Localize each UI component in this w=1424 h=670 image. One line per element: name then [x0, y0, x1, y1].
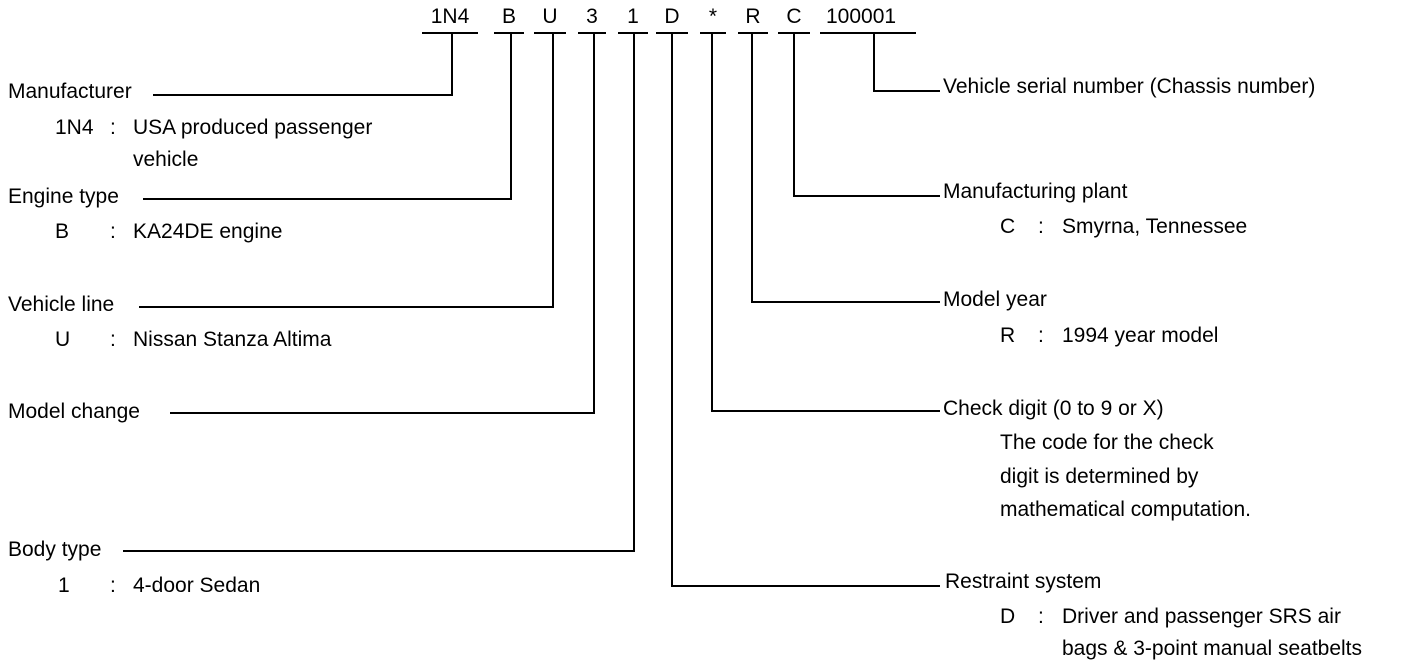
restraint-system-desc-line2: bags & 3-point manual seatbelts	[1062, 637, 1363, 660]
vehicle-line-sep: :	[110, 328, 116, 351]
manufacturer-desc-line1: USA produced passenger	[133, 116, 373, 139]
body-type-title: Body type	[8, 538, 102, 561]
check-digit-title: Check digit (0 to 9 or X)	[943, 397, 1164, 420]
leader-vehicle-line	[139, 33, 554, 308]
leader-engine-type	[143, 33, 512, 200]
vehicle-line-code: U	[55, 328, 71, 351]
vehicle-line-desc: Nissan Stanza Altima	[133, 328, 332, 351]
manufacturing-plant-desc: Smyrna, Tennessee	[1062, 215, 1248, 238]
check-digit-desc-line2: digit is determined by	[1000, 465, 1199, 488]
vehicle-line-title: Vehicle line	[8, 293, 115, 316]
manufacturer-title: Manufacturer	[8, 80, 132, 103]
vin-code-d: D	[664, 5, 680, 28]
restraint-system-sep: :	[1038, 605, 1044, 628]
restraint-system-desc-line1: Driver and passenger SRS air	[1062, 605, 1341, 628]
vin-code-b: B	[501, 5, 516, 28]
leader-model-change	[170, 33, 595, 414]
manufacturer-code: 1N4	[55, 116, 94, 139]
manufacturing-plant-title: Manufacturing plant	[943, 180, 1128, 203]
vin-code-1: 1	[627, 5, 639, 28]
vin-code-check: *	[708, 5, 718, 28]
leader-serial-number	[873, 33, 940, 92]
body-type-desc: 4-door Sedan	[133, 574, 261, 597]
manufacturing-plant-sep: :	[1038, 215, 1044, 238]
engine-type-code: B	[55, 220, 70, 243]
engine-type-sep: :	[110, 220, 116, 243]
engine-type-title: Engine type	[8, 185, 119, 208]
vin-code-3: 3	[586, 5, 598, 28]
model-year-desc: 1994 year model	[1062, 324, 1219, 347]
leader-manufacturing-plant	[793, 33, 940, 197]
model-year-title: Model year	[943, 288, 1047, 311]
manufacturer-sep: :	[110, 116, 116, 139]
leader-body-type	[123, 33, 635, 552]
vin-code-u: U	[542, 5, 558, 28]
model-year-sep: :	[1038, 324, 1044, 347]
vin-code-1n4: 1N4	[430, 5, 470, 28]
serial-number-title: Vehicle serial number (Chassis number)	[943, 75, 1316, 98]
vin-code-r: R	[745, 5, 761, 28]
model-year-code: R	[1000, 324, 1016, 347]
manufacturer-desc-line2: vehicle	[133, 148, 199, 171]
vin-code-serial: 100001	[826, 5, 897, 28]
check-digit-desc-line3: mathematical computation.	[1000, 498, 1251, 521]
restraint-system-code: D	[1000, 605, 1016, 628]
leader-model-year	[751, 33, 940, 303]
vin-code-c: C	[786, 5, 802, 28]
body-type-sep: :	[110, 574, 116, 597]
model-change-title: Model change	[8, 400, 140, 423]
restraint-system-title: Restraint system	[945, 570, 1102, 593]
leader-check-digit	[711, 33, 940, 412]
body-type-code: 1	[58, 574, 70, 597]
engine-type-desc: KA24DE engine	[133, 220, 283, 243]
leader-manufacturer	[153, 33, 453, 96]
check-digit-desc-line1: The code for the check	[1000, 431, 1214, 454]
leader-restraint-system	[671, 33, 940, 587]
manufacturing-plant-code: C	[1000, 215, 1016, 238]
